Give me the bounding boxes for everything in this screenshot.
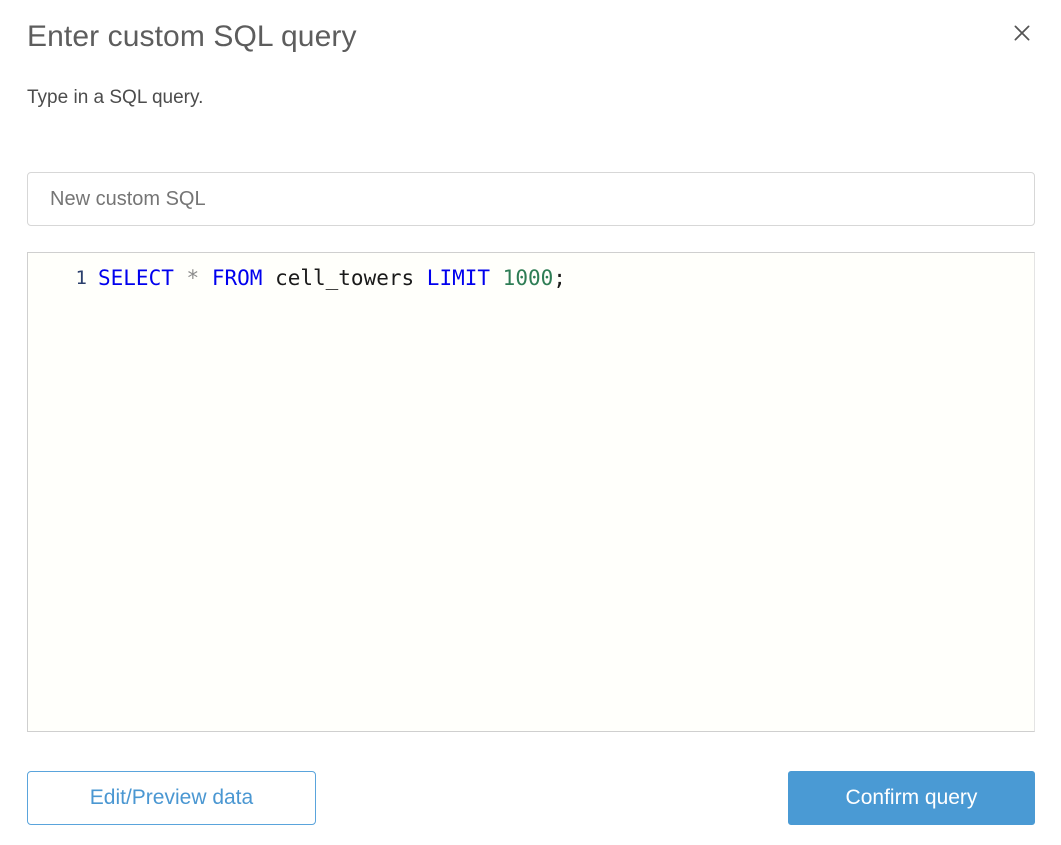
sql-token-keyword: LIMIT: [426, 266, 491, 290]
sql-token-plain: [199, 266, 212, 290]
dialog-footer: Edit/Preview data Confirm query: [0, 765, 1061, 845]
dialog-header: Enter custom SQL query Type in a SQL que…: [0, 0, 1061, 130]
sql-token-keyword: SELECT: [98, 266, 174, 290]
sql-token-plain: [262, 266, 275, 290]
sql-code-text[interactable]: SELECT * FROM cell_towers LIMIT 1000;: [98, 265, 566, 291]
page-title: Enter custom SQL query: [27, 20, 357, 53]
sql-token-ident: cell_towers: [275, 266, 415, 290]
sql-token-punct: ;: [553, 266, 566, 290]
sql-token-number: 1000: [502, 266, 554, 290]
query-name-input[interactable]: [27, 172, 1035, 226]
line-number-gutter: 1: [75, 267, 87, 289]
query-name-field-wrapper: [27, 172, 1035, 226]
code-line: 1 SELECT * FROM cell_towers LIMIT 1000;: [28, 253, 1034, 299]
sql-token-plain: [174, 266, 187, 290]
dialog-subtitle: Type in a SQL query.: [27, 87, 204, 108]
close-icon: [1012, 23, 1032, 43]
sql-editor[interactable]: 1 SELECT * FROM cell_towers LIMIT 1000;: [27, 252, 1035, 732]
sql-token-keyword: FROM: [211, 266, 263, 290]
sql-token-star: *: [186, 266, 200, 290]
sql-token-plain: [414, 266, 427, 290]
sql-token-plain: [490, 266, 503, 290]
confirm-query-button[interactable]: Confirm query: [788, 771, 1035, 825]
edit-preview-data-button[interactable]: Edit/Preview data: [27, 771, 316, 825]
close-button[interactable]: [1007, 18, 1037, 48]
